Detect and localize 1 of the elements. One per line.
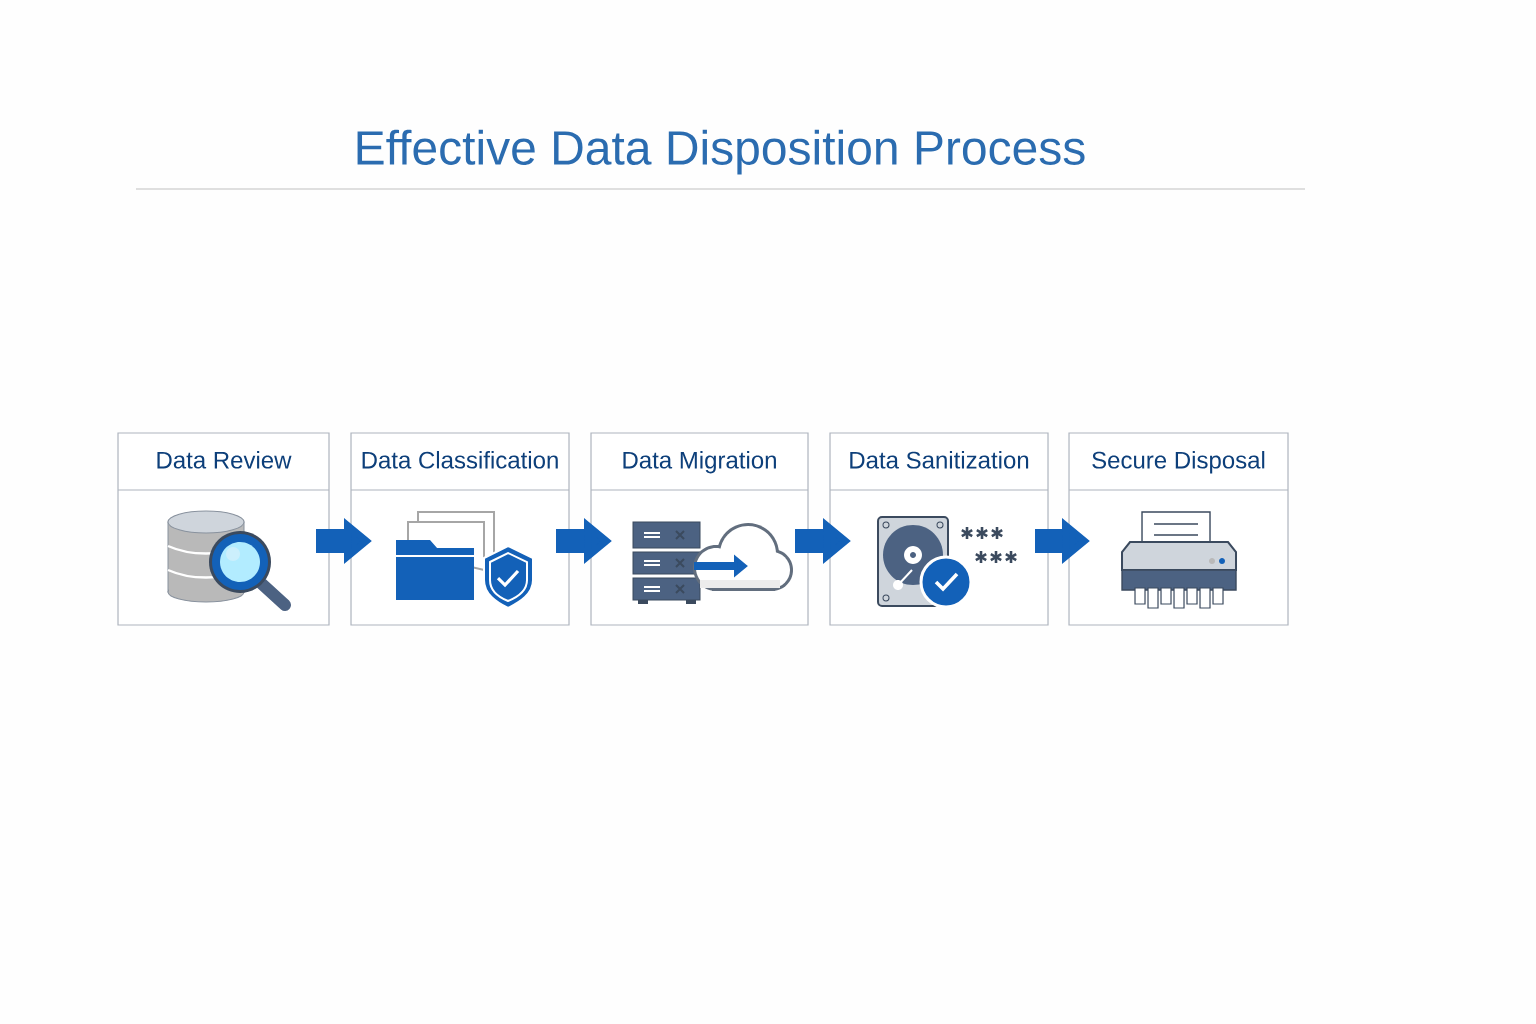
title: Effective Data Disposition Process <box>357 129 1085 175</box>
